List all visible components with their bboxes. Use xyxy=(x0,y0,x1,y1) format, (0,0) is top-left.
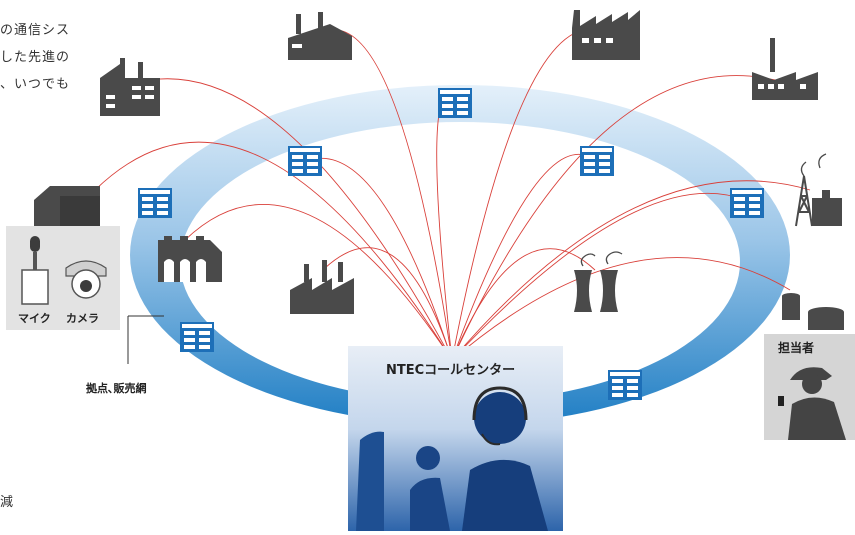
storage-tank-icon xyxy=(782,293,844,330)
office-building-icon xyxy=(438,88,472,118)
factory-icon xyxy=(34,186,100,230)
factory-icon xyxy=(752,38,818,100)
camera-label: カメラ xyxy=(66,312,99,325)
bases-leader-line xyxy=(127,315,164,364)
bases-label: 拠点､販売網 xyxy=(86,381,147,395)
call-center-label: NTECコールセンター xyxy=(386,363,515,378)
intro-line-2: した先進の xyxy=(0,50,71,65)
factory-icon xyxy=(572,10,640,60)
office-building-icon xyxy=(138,188,172,218)
operator-silhouette-icon xyxy=(778,367,846,440)
power-plant-icon xyxy=(574,251,623,312)
camera-icon xyxy=(65,260,107,299)
intro-line-1: の通信シス xyxy=(0,23,71,38)
office-building-icon xyxy=(180,322,214,352)
intro-line-3: 、いつでも xyxy=(0,77,71,92)
factory-icon xyxy=(158,236,222,282)
oil-rig-icon xyxy=(795,153,827,227)
office-building-icon xyxy=(730,188,764,218)
operator-label: 担当者 xyxy=(778,340,814,355)
factory-icon xyxy=(100,58,160,116)
mic-label: マイク xyxy=(18,312,51,325)
headset-operator-icon xyxy=(356,386,548,531)
microphone-icon xyxy=(21,236,49,305)
office-building-icon xyxy=(580,146,614,176)
intro-bottom-text: 減 xyxy=(0,495,15,510)
factory-icon xyxy=(812,198,842,226)
office-building-icon xyxy=(608,370,642,400)
office-building-icon xyxy=(288,146,322,176)
factory-icon xyxy=(288,12,352,60)
factory-icon xyxy=(290,260,354,314)
